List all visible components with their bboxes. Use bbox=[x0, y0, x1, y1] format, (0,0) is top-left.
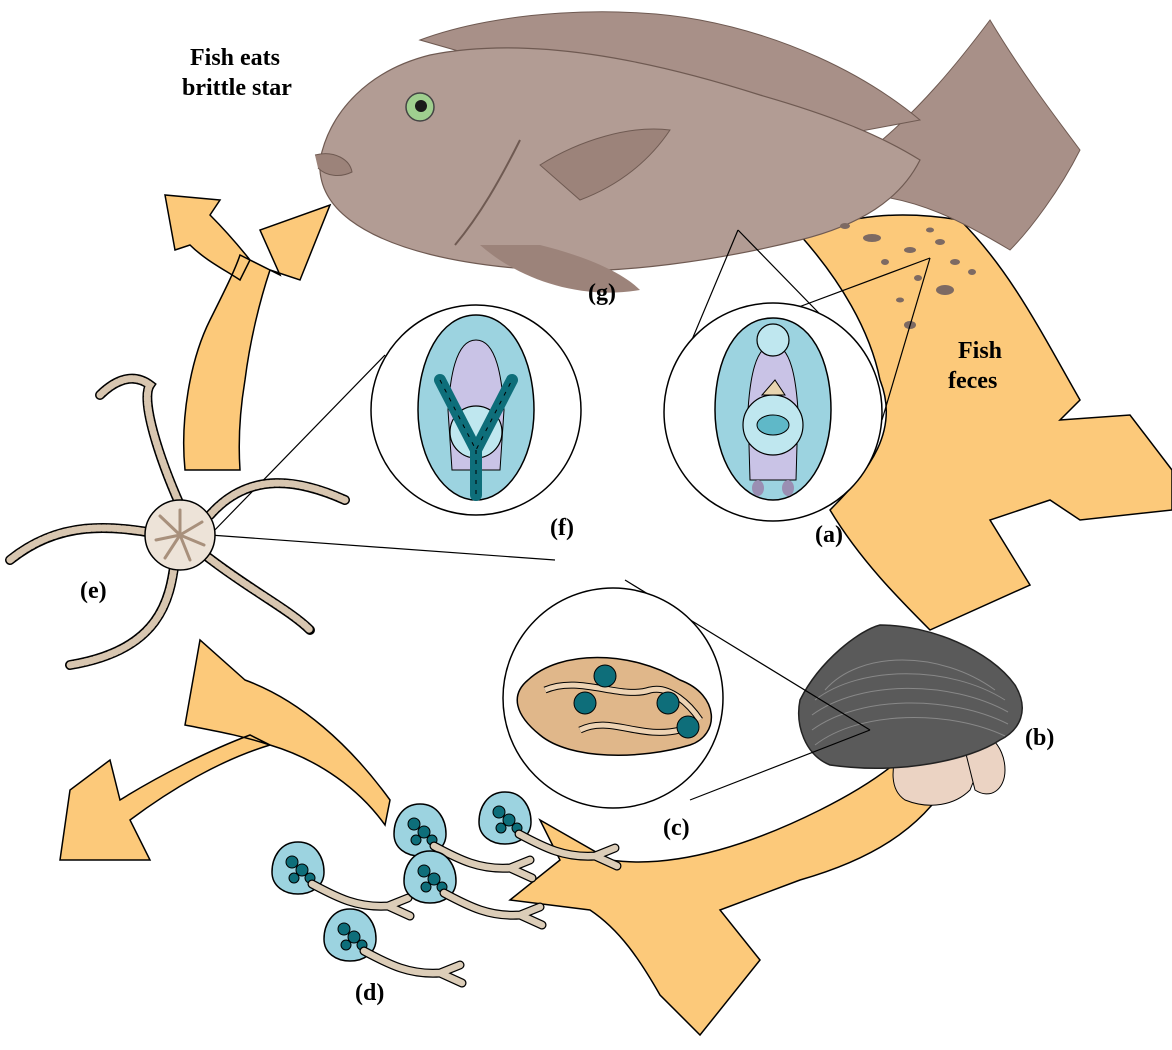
label-d: (d) bbox=[355, 980, 384, 1006]
caption-fish-feces-line1: Fish bbox=[958, 338, 1002, 364]
caption-fish-feces-line2: feces bbox=[948, 368, 997, 394]
label-e: (e) bbox=[80, 578, 107, 604]
label-a: (a) bbox=[815, 522, 843, 548]
caption-fish-eats: Fish eats brittle star bbox=[182, 45, 292, 101]
caption-fish-eats-line1: Fish eats bbox=[190, 45, 280, 71]
arrow-star-to-fish bbox=[165, 195, 330, 470]
label-c: (c) bbox=[663, 815, 690, 841]
brittle-star bbox=[10, 379, 345, 665]
label-b: (b) bbox=[1025, 725, 1054, 751]
label-g: (g) bbox=[588, 280, 616, 306]
caption-fish-eats-line2: brittle star bbox=[182, 75, 292, 101]
clam-illustration bbox=[799, 625, 1022, 805]
arrow-cercariae-to-star bbox=[60, 640, 390, 860]
label-f: (f) bbox=[550, 515, 574, 541]
metacercaria-callout bbox=[210, 305, 581, 560]
